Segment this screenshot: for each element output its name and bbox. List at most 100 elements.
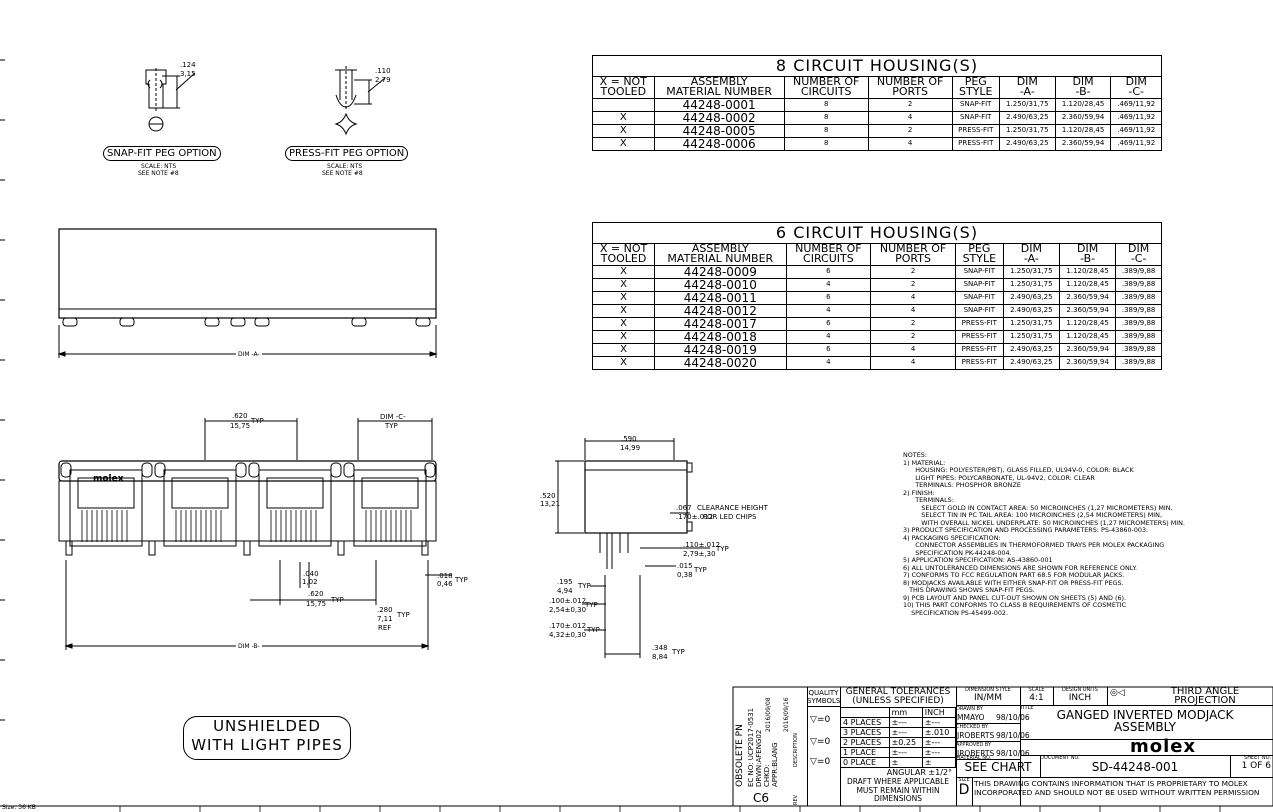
approved-date: 98/10/06 [996, 749, 1030, 758]
side-dim-015: .015 [677, 562, 693, 570]
table-cell: 1.250/31,75 [1002, 316, 1060, 331]
rev-date-2: 2016/09/16 [783, 697, 790, 732]
tolerance-cell: 0 PLACE [840, 757, 890, 768]
table-cell: 4 [785, 303, 872, 318]
side-dim-110: .110±.012 [683, 541, 721, 549]
table-cell: 2.360/59,94 [1058, 290, 1117, 305]
column-header: X = NOT TOOLED [591, 243, 656, 266]
side-dim-494: 4,94 [557, 587, 573, 595]
table-cell: 4 [867, 110, 953, 125]
rev-value: C6 [753, 791, 770, 805]
tolerance-row: 4 PLACES±---±--- [840, 717, 957, 728]
column-header: NUMBER OF CIRCUITS [783, 76, 869, 99]
table-cell: X [592, 123, 655, 138]
table-cell: 4 [785, 355, 872, 370]
projection-icon: ◎◁ [1110, 688, 1125, 698]
table-cell: X [591, 355, 656, 370]
table-cell: 44248-0006 [653, 136, 785, 151]
table-cell: X [592, 136, 655, 151]
table-cell: SNAP-FIT [951, 97, 1000, 112]
projection-label: THIRD ANGLE PROJECTION [1170, 686, 1240, 706]
table-cell: .389/9,88 [1115, 277, 1162, 292]
side-view-housing [555, 438, 710, 658]
front-dim-046: 0,46 [437, 580, 453, 588]
front-view-housing [58, 418, 452, 650]
drawing-notes: NOTES: 1) MATERIAL: HOUSING: POLYESTER(P… [903, 451, 1185, 617]
table-cell: .389/9,88 [1115, 290, 1162, 305]
top-view-housing [57, 228, 438, 358]
approved-by: JROBERTS [957, 749, 995, 758]
drawn-label: DRAWN BY [956, 706, 983, 712]
table-cell: 1.250/31,75 [998, 123, 1056, 138]
table-cell: X [591, 277, 656, 292]
checked-date: 98/10/06 [996, 731, 1030, 740]
side-typ-170: TYP [587, 626, 600, 634]
table-cell: 1.120/28,45 [1054, 97, 1112, 112]
sheet-number: 1 OF 6 [1241, 761, 1271, 771]
table-cell: 2.490/63,25 [1002, 355, 1060, 370]
table-cell: 1.250/31,75 [1002, 329, 1060, 344]
dim-b-label: DIM -B- [236, 643, 262, 650]
tolerance-cell: ± [888, 757, 923, 768]
table-cell: X [591, 329, 656, 344]
title-block-frame [732, 686, 1273, 807]
front-typ-018: TYP [455, 576, 468, 584]
table-cell: 4 [785, 329, 872, 344]
rev-label: REV [793, 794, 799, 805]
dim-style-label: DIMENSION STYLE [965, 687, 1011, 693]
snap-fit-note: SEE NOTE #8 [138, 170, 179, 177]
side-dim-170: .170±.012 [549, 622, 587, 630]
front-dim-620-top: .620 [232, 412, 248, 420]
table-cell: 2 [870, 264, 956, 279]
front-dim-620-bot: .620 [308, 590, 324, 598]
table-cell: 44248-0009 [654, 264, 787, 279]
badge-line-1: UNSHIELDED [213, 717, 321, 735]
tolerance-cell: ±--- [888, 717, 923, 728]
column-header: NUMBER OF CIRCUITS [785, 243, 872, 266]
table-cell: .469/11,92 [1110, 110, 1162, 125]
unshielded-badge: UNSHIELDED WITH LIGHT PIPES [183, 716, 351, 760]
side-typ-100: TYP [585, 601, 598, 609]
table-cell: .389/9,88 [1115, 355, 1162, 370]
side-dim-348: .348 [652, 644, 668, 652]
table-cell: 6 [785, 316, 872, 331]
side-dim-1499: 14,99 [620, 444, 641, 452]
drawn-by-rev: DRWN:AFENG02 [755, 729, 763, 787]
document-label: DOCUMENT NO. [1040, 755, 1080, 761]
front-typ-c: TYP [385, 422, 398, 430]
dim-style: IN/MM [974, 693, 1002, 703]
table-cell: PRESS-FIT [954, 355, 1004, 370]
column-header: NUMBER OF PORTS [867, 76, 953, 99]
ec-number: EC NO: UCP2017-0531 [747, 707, 755, 787]
snap-fit-peg-drawing [145, 68, 196, 132]
table-cell: 6 [785, 342, 872, 357]
sheet-label: SHEET NO. [1244, 755, 1271, 761]
table-cell: 2 [870, 277, 956, 292]
snap-fit-dim-mm: 3,15 [180, 70, 196, 78]
tolerance-title: GENERAL TOLERANCES (UNLESS SPECIFIED) [845, 687, 951, 706]
side-dim-254: 2,54±0,30 [549, 606, 587, 614]
side-led: FOR LED CHIPS [703, 513, 757, 521]
material-value: SEE CHART [964, 760, 1032, 774]
approvals: DIMENSION STYLE IN/MM DRAWN BY MMAYO 98/… [956, 687, 1030, 806]
table-cell: 4 [867, 136, 953, 151]
side-dim-170: .170±.012 [676, 513, 714, 521]
table-cell: 44248-0018 [654, 329, 787, 344]
side-dim-520: .520 [540, 492, 556, 500]
size-value: D [958, 782, 970, 798]
general-tolerances: GENERAL TOLERANCES (UNLESS SPECIFIED) mm… [840, 687, 957, 806]
inch-header: INCH [921, 707, 957, 718]
column-header: ASSEMBLY MATERIAL NUMBER [653, 76, 785, 99]
angular-tolerance: ANGULAR ±1/2° [886, 768, 952, 777]
tolerance-cell: ±--- [921, 737, 957, 748]
